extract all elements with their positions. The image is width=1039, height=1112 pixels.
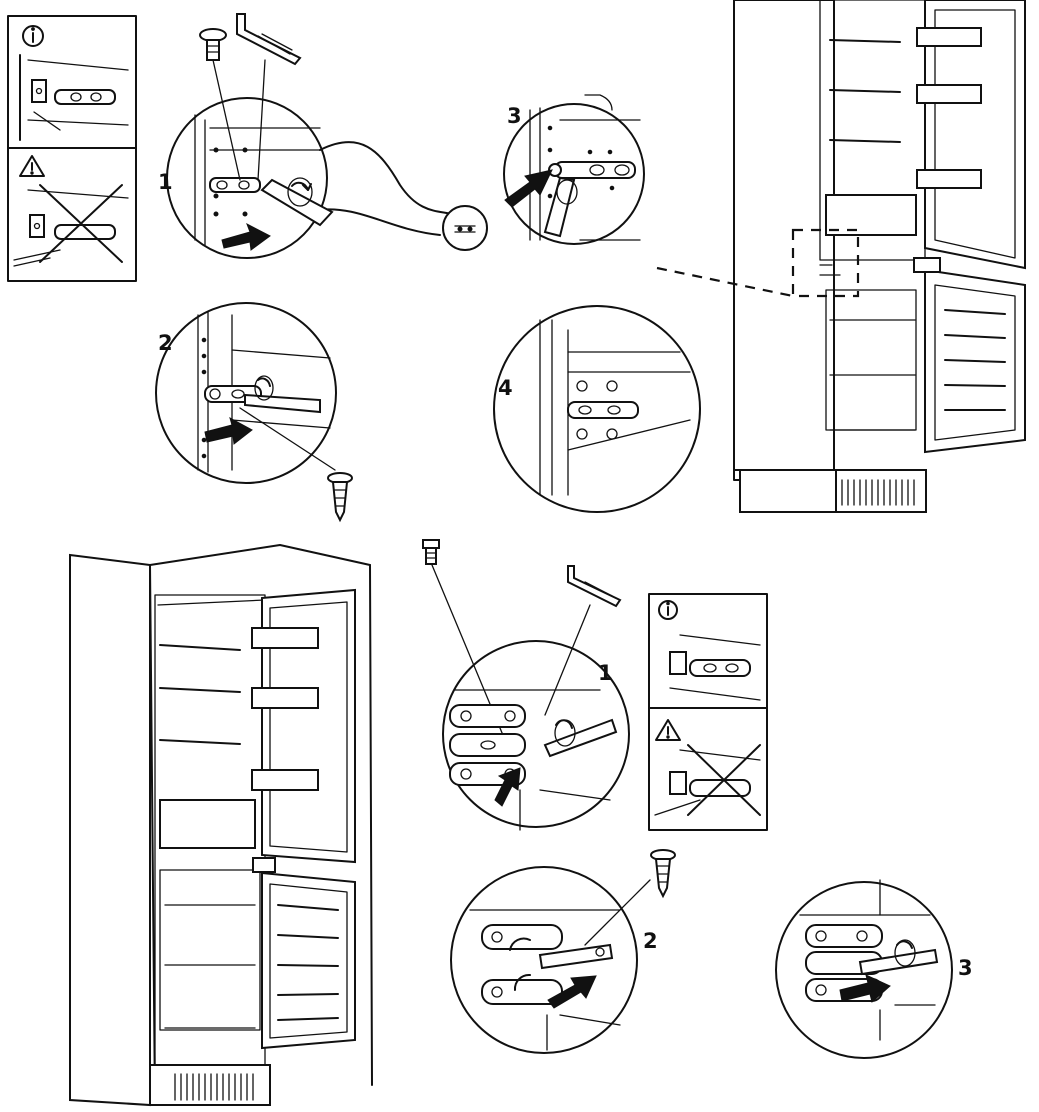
incorrect-mounting-sketch — [654, 744, 761, 816]
screwdriver-icon — [543, 718, 618, 758]
screwdriver-icon — [244, 375, 321, 414]
top-note-panel — [7, 15, 137, 282]
hinge-bracket-icon — [236, 13, 302, 66]
top-step-3-detail: 3 — [503, 94, 645, 245]
bottom-step-2-label: 2 — [643, 929, 658, 953]
correct-mounting-sketch — [669, 634, 761, 701]
push-arrow — [221, 222, 271, 251]
bottom-step-1-detail: 1 — [422, 539, 630, 831]
top-step-3-label: 3 — [507, 104, 522, 128]
push-arrow — [839, 974, 891, 1003]
push-arrow — [504, 169, 553, 208]
bottom-note-panel — [648, 593, 768, 831]
bracket-piece — [538, 943, 614, 970]
top-step-2-detail: 2 — [155, 302, 353, 523]
top-step-1-detail: 1 — [158, 13, 488, 259]
hinge-bracket-icon — [567, 565, 622, 608]
small-bracket-thumb — [454, 225, 476, 233]
top-fridge-illustration — [656, 0, 1026, 513]
screw-icon — [327, 472, 353, 523]
bottom-step-2-detail: 2 — [450, 849, 676, 1054]
screwdriver-icon — [858, 939, 939, 976]
screw-icon — [422, 539, 440, 565]
bottom-step-1-label: 1 — [598, 661, 613, 685]
screwdriver-icon — [543, 176, 578, 238]
info-icon — [22, 25, 44, 47]
ventilation-grille — [174, 1073, 254, 1101]
screwdriver-icon — [260, 177, 334, 227]
top-step-4-label: 4 — [498, 376, 513, 400]
screw-icon — [199, 28, 227, 61]
info-icon — [658, 600, 678, 620]
push-arrow — [494, 767, 521, 807]
warning-icon — [19, 155, 45, 177]
top-step-2-label: 2 — [158, 331, 173, 355]
warning-icon — [655, 719, 681, 741]
bottom-step-3-detail: 3 — [775, 879, 973, 1059]
incorrect-mounting-sketch — [13, 184, 129, 267]
push-arrow — [547, 975, 597, 1009]
bottom-fridge-illustration — [69, 544, 373, 1107]
bottom-step-3-label: 3 — [958, 956, 973, 980]
top-step-1-label: 1 — [158, 170, 173, 194]
ventilation-grille — [841, 479, 915, 506]
correct-mounting-sketch — [19, 54, 129, 141]
top-step-4-detail: 4 — [493, 305, 701, 513]
push-arrow — [204, 416, 253, 445]
screw-icon — [650, 849, 676, 899]
